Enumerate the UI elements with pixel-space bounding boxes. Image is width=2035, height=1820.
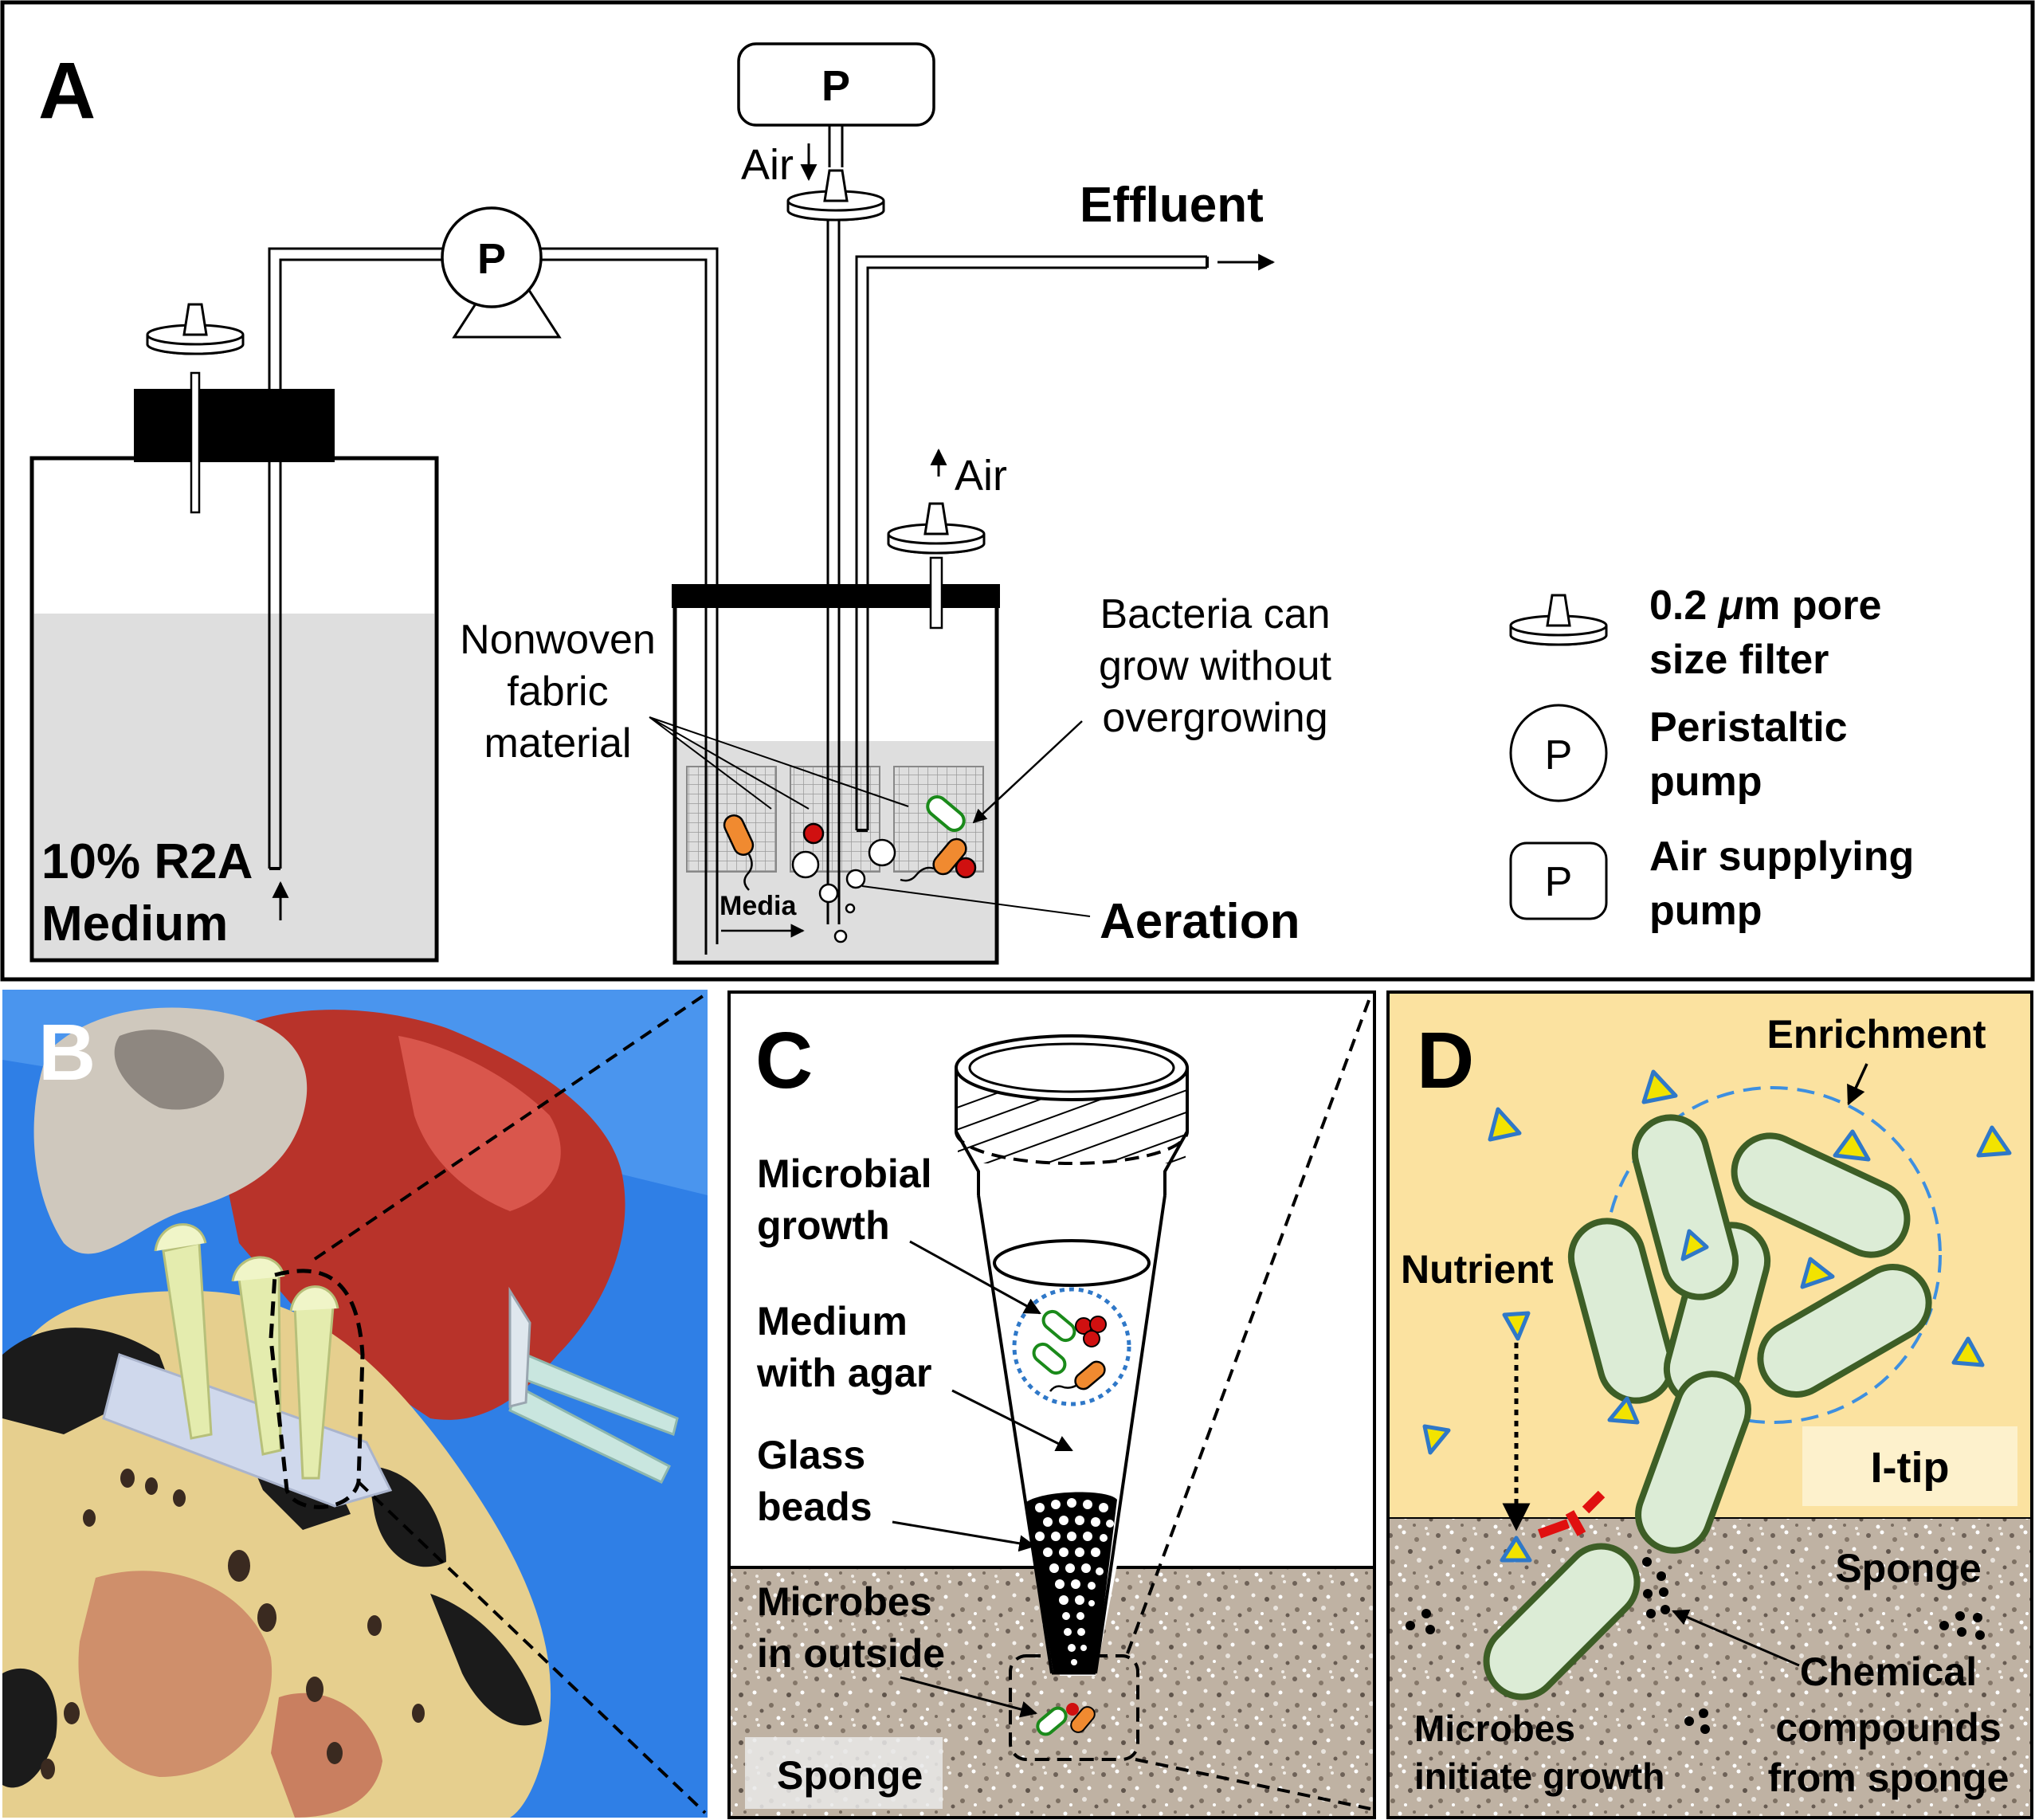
panel-c: Sponge [727, 990, 1376, 1819]
peristaltic-pump-label: P [477, 235, 506, 283]
outside-line2: in outside [757, 1631, 945, 1676]
bacteria-line3: overgrowing [1102, 695, 1327, 741]
legend-air-line1: Air supplying [1649, 834, 1914, 880]
panel-a-letter: A [38, 46, 96, 135]
panel-a: A 10% R2A Medium P P [0, 0, 2035, 982]
bottle-cap [134, 389, 335, 462]
itip-label-bg [1802, 1426, 2017, 1506]
chem-line2: compounds [1775, 1705, 2001, 1750]
photo-dashed-outline [269, 1269, 365, 1509]
legend: 0.2 μm pore size filter P Peristaltic pu… [1509, 582, 1914, 934]
medium-label-line2: Medium [41, 896, 228, 951]
air-supplying-pump: P [737, 42, 935, 167]
photo-sponge-grey [33, 1007, 308, 1254]
itip-label: I-tip [1871, 1444, 1950, 1492]
air-out-label: Air [955, 452, 1007, 500]
initiate-line2: initiate growth [1414, 1755, 1664, 1797]
enrichment-label: Enrichment [1766, 1012, 1986, 1057]
panel-c-sponge-label: Sponge [777, 1753, 923, 1798]
legend-filter-line2: size filter [1649, 637, 1829, 683]
panel-d-letter: D [1417, 1016, 1474, 1105]
aeration-bubbles [791, 838, 896, 943]
agar-line2: with agar [756, 1351, 931, 1395]
bacteria-cluster [1483, 1114, 1932, 1700]
growth-line2: growth [757, 1203, 890, 1248]
panel-b: B [2, 990, 708, 1818]
agar-line1: Medium [757, 1299, 908, 1343]
chem-line1: Chemical [1800, 1649, 1977, 1694]
peristaltic-pump: P [441, 206, 562, 339]
reactor-bacteria [723, 795, 977, 891]
growth-line1: Microbial [757, 1151, 931, 1196]
panel-b-letter: B [38, 1008, 96, 1097]
effluent-label: Effluent [1080, 178, 1264, 233]
legend-peristaltic-symbol: P [1545, 732, 1573, 779]
panel-c-sponge-label-bg [745, 1737, 943, 1809]
bacteria-line1: Bacteria can [1100, 591, 1330, 637]
medium-liquid [34, 614, 434, 958]
receptor-blockers [1537, 1490, 1606, 1539]
legend-air-line2: pump [1649, 888, 1762, 934]
legend-peristaltic-line2: pump [1649, 759, 1762, 805]
medium-bottle: 10% R2A Medium [29, 389, 439, 963]
photo-itips [154, 1223, 679, 1484]
outside-line1: Microbes [757, 1579, 932, 1624]
legend-air-symbol: P [1545, 859, 1573, 905]
chemical-compounds [1406, 1557, 1985, 1734]
air-in-label: Air [741, 141, 794, 189]
nonwoven-line3: material [484, 720, 632, 767]
legend-filter-line1: 0.2 μm pore [1649, 582, 1881, 629]
beads-line2: beads [757, 1485, 872, 1529]
nonwoven-line2: fabric [507, 669, 608, 715]
sponge-label-d: Sponge [1835, 1546, 1981, 1591]
aeration-label: Aeration [1100, 894, 1300, 949]
reactor-lid [672, 584, 1000, 608]
bacteria-line2: grow without [1099, 643, 1331, 689]
panel-c-letter: C [755, 1016, 813, 1105]
panel-d: I-tip D Enrichment [1386, 990, 2033, 1819]
beads-line1: Glass [757, 1433, 865, 1477]
itip-drawing [955, 1034, 1191, 1676]
medium-label-line1: 10% R2A [41, 834, 253, 889]
legend-peristaltic-icon [1509, 704, 1608, 802]
panel-c-zoom-box [1009, 1654, 1139, 1761]
media-label: Media [720, 891, 797, 921]
nonwoven-line1: Nonwoven [460, 617, 656, 663]
nutrient-triangles [1422, 1069, 2012, 1563]
initiate-line1: Microbes [1414, 1708, 1575, 1749]
legend-air-pump-icon [1509, 841, 1608, 920]
nutrient-label: Nutrient [1401, 1247, 1554, 1292]
legend-peristaltic-line1: Peristaltic [1649, 704, 1848, 751]
chem-line3: from sponge [1768, 1755, 2010, 1800]
air-pump-label: P [821, 62, 850, 110]
